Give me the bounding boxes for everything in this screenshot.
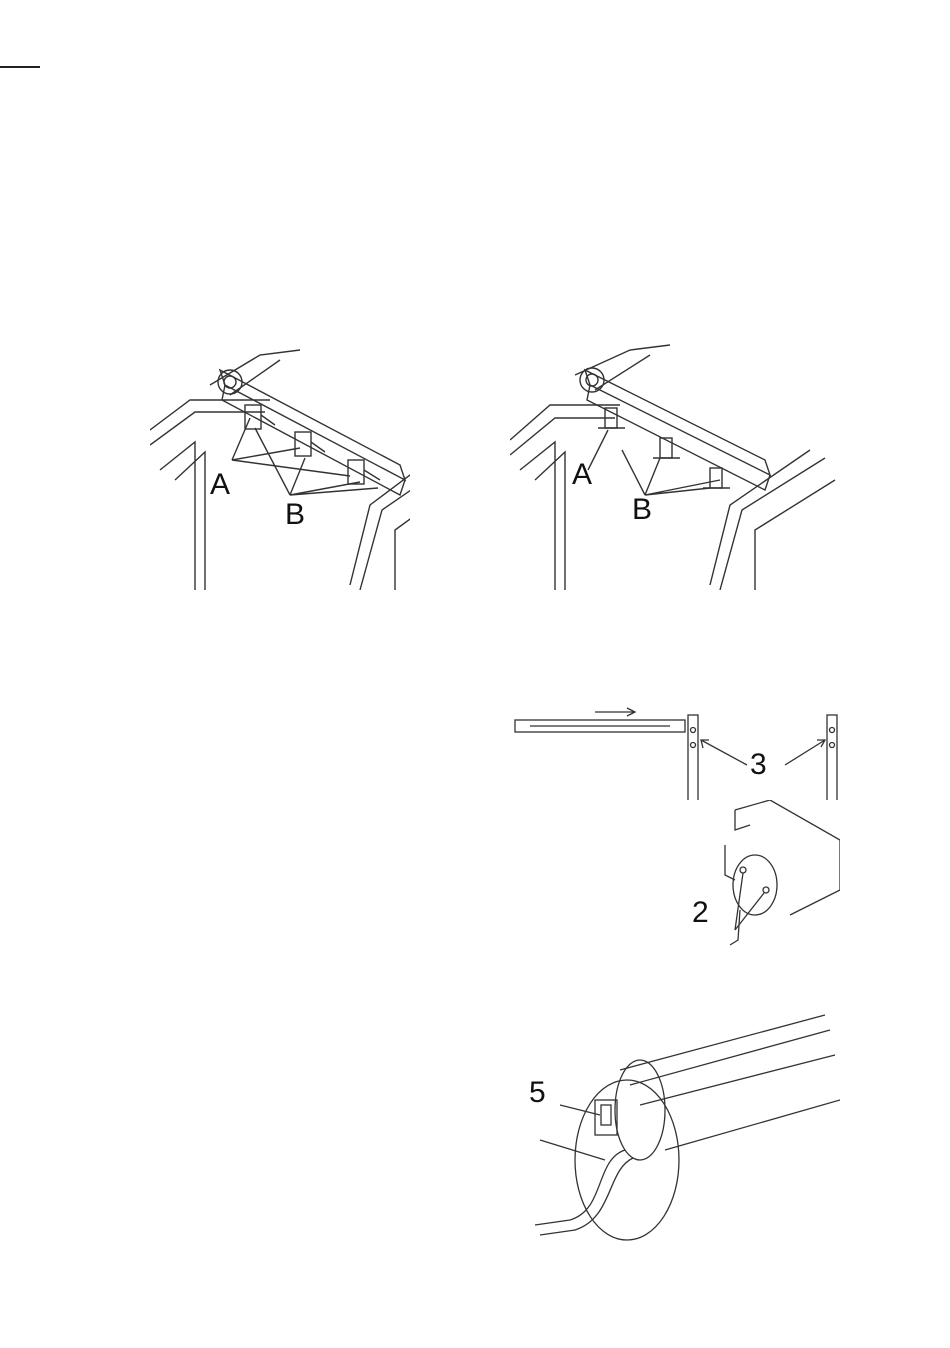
- callout-3: 3: [750, 750, 767, 780]
- label-a: A: [572, 460, 592, 490]
- figure-tube-end: 5: [515, 1010, 840, 1245]
- callout-5: 5: [529, 1078, 546, 1108]
- figure-bracket-posts: A B: [510, 330, 840, 590]
- figure-bracket-clamps: A B: [150, 330, 410, 590]
- bracket-posts-drawing: [510, 330, 840, 590]
- tube-end-drawing: [515, 1010, 840, 1245]
- label-b: B: [632, 495, 652, 525]
- header-rule: [0, 66, 40, 68]
- bracket-clamps-drawing: [150, 330, 410, 590]
- rail-slide-drawing: [505, 700, 845, 805]
- callout-2: 2: [692, 898, 709, 928]
- figure-end-cap: 2: [680, 800, 840, 950]
- label-a: A: [210, 470, 230, 500]
- label-b: B: [285, 500, 305, 530]
- figure-rail-slide: 3: [505, 700, 845, 805]
